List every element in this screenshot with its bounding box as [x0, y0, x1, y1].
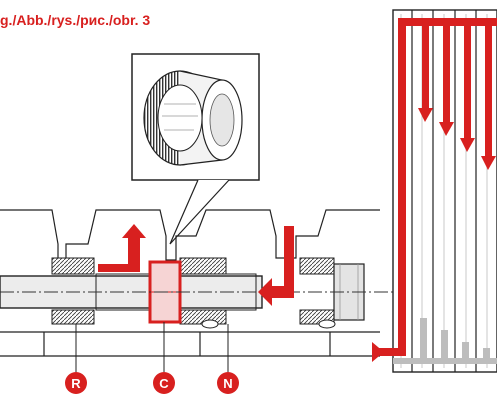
flow-arrow-up: [98, 224, 146, 272]
figure-title: g./Abb./rys./рис./obr. 3: [0, 12, 151, 28]
inset-pointer: [169, 179, 230, 245]
connection-cross-section: [0, 209, 497, 372]
marker-n: N: [217, 372, 239, 394]
flow-arrows-section: [98, 224, 294, 306]
nipple-upper-right: [299, 257, 335, 275]
svg-text:C: C: [159, 376, 169, 391]
nipple-upper-left: [51, 257, 95, 275]
marker-c: C: [153, 372, 175, 394]
section-bottom-outline: [0, 331, 380, 357]
bushing-illustration: [143, 70, 243, 166]
distribution-pipe: [0, 275, 263, 309]
nipple-upper-mid: [179, 257, 227, 275]
marker-r: R: [65, 372, 87, 394]
magnified-inset: [131, 53, 260, 245]
nipple-lower-left: [51, 309, 95, 325]
flow-arrow-down-left: [258, 226, 294, 306]
ghost-return-arrows: [393, 318, 497, 364]
svg-text:R: R: [71, 376, 81, 391]
svg-text:N: N: [223, 376, 232, 391]
radiator-front-view: [372, 9, 497, 373]
radiator-flow-red: [372, 18, 497, 362]
